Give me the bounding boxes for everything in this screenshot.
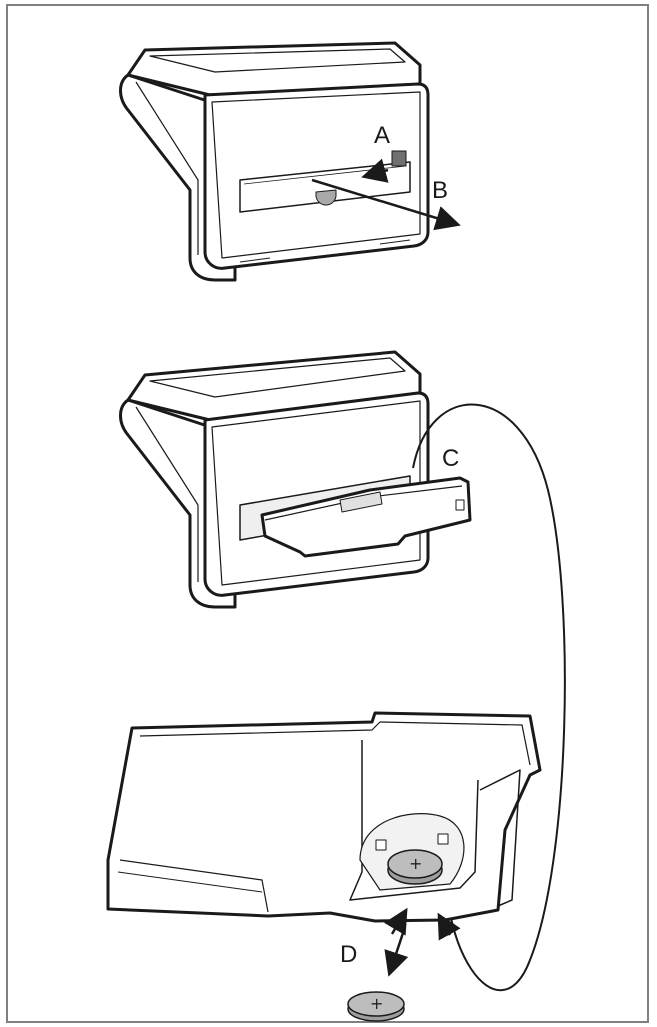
device-closed [121, 43, 429, 280]
coin-battery-icon: + [388, 850, 442, 884]
battery-plus-sign: + [409, 854, 422, 873]
label-c: C [442, 445, 459, 472]
label-b: B [432, 177, 448, 204]
device-open [121, 352, 429, 607]
battery-removal-arrow-icon [390, 930, 404, 972]
battery-tray-detail [108, 713, 540, 921]
label-d: D [340, 941, 357, 968]
label-a: A [374, 122, 390, 149]
loose-battery-plus-sign: + [370, 994, 383, 1013]
loose-coin-battery-icon: + [348, 992, 404, 1021]
